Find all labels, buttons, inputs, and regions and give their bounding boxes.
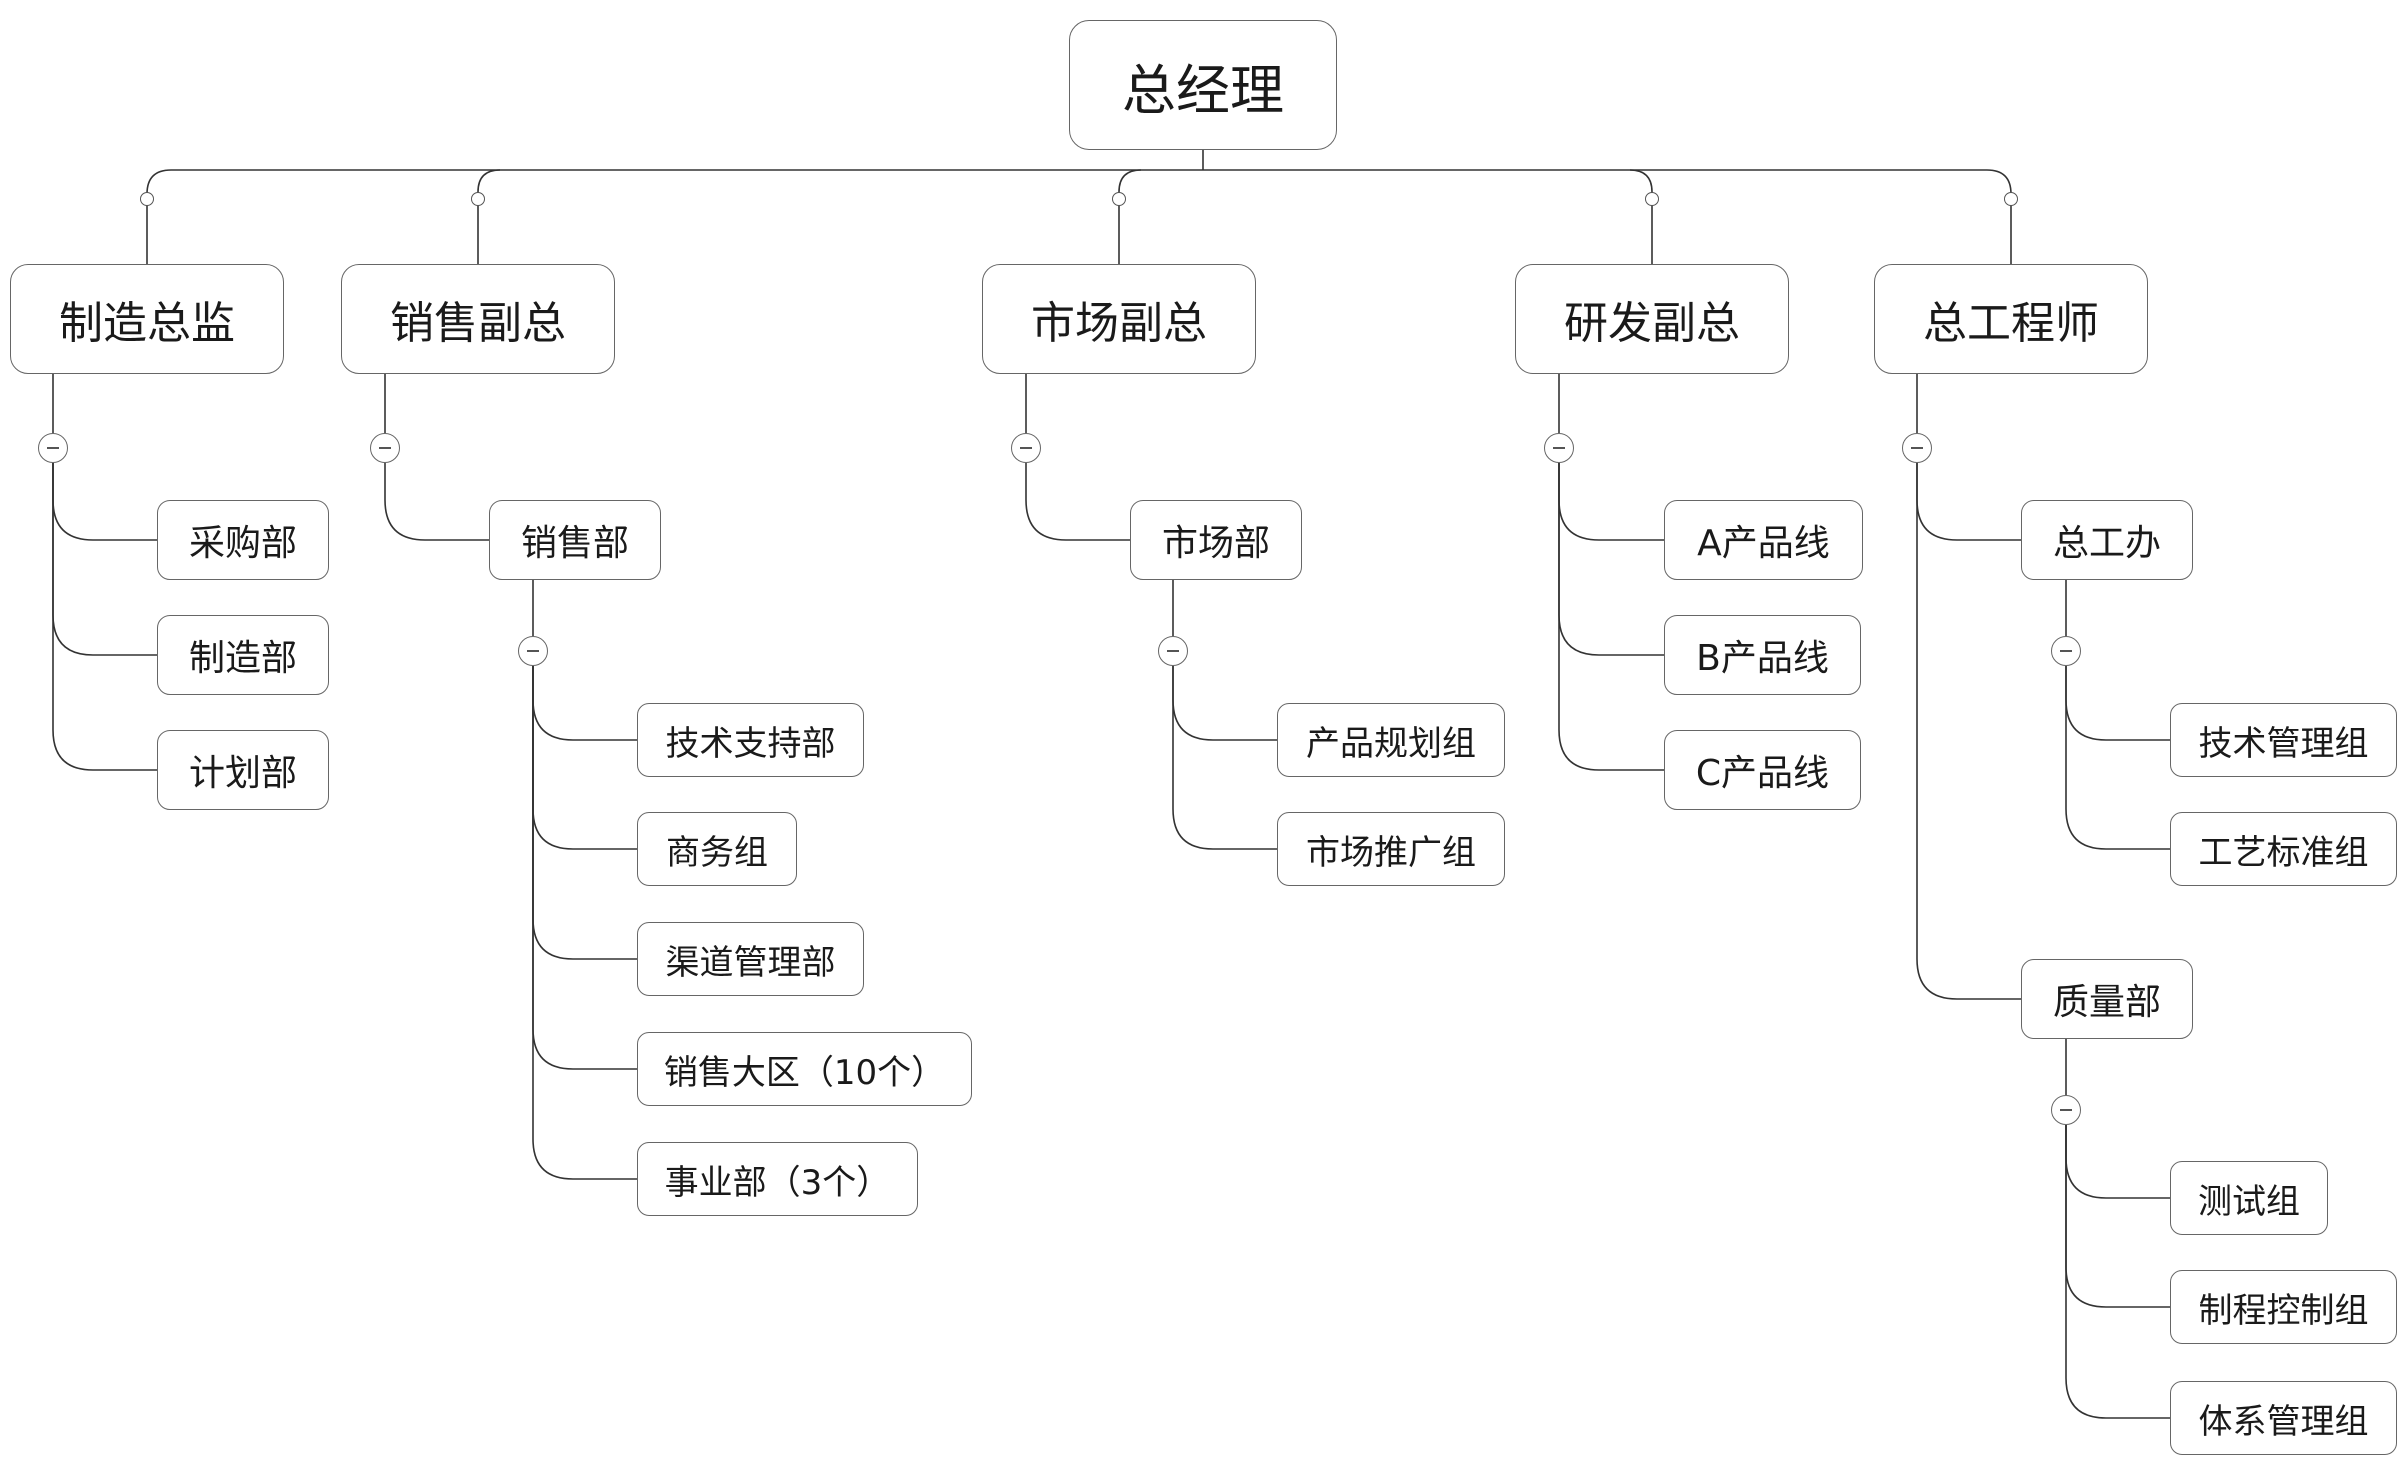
child-node[interactable]: 销售部 bbox=[489, 500, 661, 580]
connector bbox=[1916, 463, 2021, 1000]
connector bbox=[2065, 1125, 2170, 1308]
connector-dot bbox=[1645, 192, 1659, 206]
root-node[interactable]: 总经理 bbox=[1069, 20, 1337, 150]
connector bbox=[532, 666, 637, 850]
leaf-node[interactable]: 市场推广组 bbox=[1277, 812, 1505, 886]
leaf-node[interactable]: 技术支持部 bbox=[637, 703, 864, 777]
collapse-toggle[interactable] bbox=[38, 433, 68, 463]
collapse-toggle[interactable] bbox=[518, 636, 548, 666]
connector-dot bbox=[471, 192, 485, 206]
collapse-toggle[interactable] bbox=[370, 433, 400, 463]
leaf-node[interactable]: 技术管理组 bbox=[2170, 703, 2397, 777]
connector bbox=[1558, 463, 1664, 771]
leaf-node[interactable]: 事业部（3个） bbox=[637, 1142, 918, 1216]
connector bbox=[477, 169, 501, 194]
connector bbox=[1558, 463, 1664, 541]
branch-node[interactable]: 研发副总 bbox=[1515, 264, 1789, 374]
leaf-node[interactable]: 制程控制组 bbox=[2170, 1270, 2397, 1344]
child-node[interactable]: 市场部 bbox=[1130, 500, 1302, 580]
connector-dot bbox=[1112, 192, 1126, 206]
child-node[interactable]: 制造部 bbox=[157, 615, 329, 695]
connector bbox=[146, 169, 2012, 195]
connector bbox=[52, 463, 157, 771]
collapse-toggle[interactable] bbox=[2051, 636, 2081, 666]
connector bbox=[532, 666, 637, 1070]
child-node[interactable]: 采购部 bbox=[157, 500, 329, 580]
child-node[interactable]: C产品线 bbox=[1664, 730, 1861, 810]
leaf-node[interactable]: 产品规划组 bbox=[1277, 703, 1505, 777]
leaf-node[interactable]: 工艺标准组 bbox=[2170, 812, 2397, 886]
connector bbox=[52, 463, 157, 541]
collapse-toggle[interactable] bbox=[2051, 1095, 2081, 1125]
connector bbox=[1172, 666, 1277, 850]
leaf-node[interactable]: 销售大区（10个） bbox=[637, 1032, 972, 1106]
connector bbox=[1118, 169, 1142, 194]
collapse-toggle[interactable] bbox=[1544, 433, 1574, 463]
leaf-node[interactable]: 商务组 bbox=[637, 812, 797, 886]
child-node[interactable]: 质量部 bbox=[2021, 959, 2193, 1039]
connector bbox=[1916, 463, 2021, 541]
child-node[interactable]: 总工办 bbox=[2021, 500, 2193, 580]
connector bbox=[2065, 1125, 2170, 1419]
child-node[interactable]: A产品线 bbox=[1664, 500, 1863, 580]
branch-node[interactable]: 总工程师 bbox=[1874, 264, 2148, 374]
branch-node[interactable]: 销售副总 bbox=[341, 264, 615, 374]
connector bbox=[532, 666, 637, 960]
branch-node[interactable]: 市场副总 bbox=[982, 264, 1256, 374]
connector bbox=[1172, 666, 1277, 741]
connector bbox=[1629, 169, 1653, 194]
connector bbox=[1558, 463, 1664, 656]
leaf-node[interactable]: 体系管理组 bbox=[2170, 1381, 2397, 1455]
leaf-node[interactable]: 渠道管理部 bbox=[637, 922, 864, 996]
branch-node[interactable]: 制造总监 bbox=[10, 264, 284, 374]
leaf-node[interactable]: 测试组 bbox=[2170, 1161, 2328, 1235]
connector bbox=[2065, 666, 2170, 741]
collapse-toggle[interactable] bbox=[1902, 433, 1932, 463]
connector bbox=[532, 666, 637, 741]
collapse-toggle[interactable] bbox=[1158, 636, 1188, 666]
collapse-toggle[interactable] bbox=[1011, 433, 1041, 463]
connector bbox=[384, 463, 489, 541]
child-node[interactable]: B产品线 bbox=[1664, 615, 1861, 695]
connector bbox=[1025, 463, 1130, 541]
child-node[interactable]: 计划部 bbox=[157, 730, 329, 810]
connector bbox=[2065, 1125, 2170, 1199]
connector bbox=[532, 666, 637, 1180]
connector bbox=[52, 463, 157, 656]
connector-dot bbox=[2004, 192, 2018, 206]
connector bbox=[2065, 666, 2170, 850]
connector-dot bbox=[140, 192, 154, 206]
